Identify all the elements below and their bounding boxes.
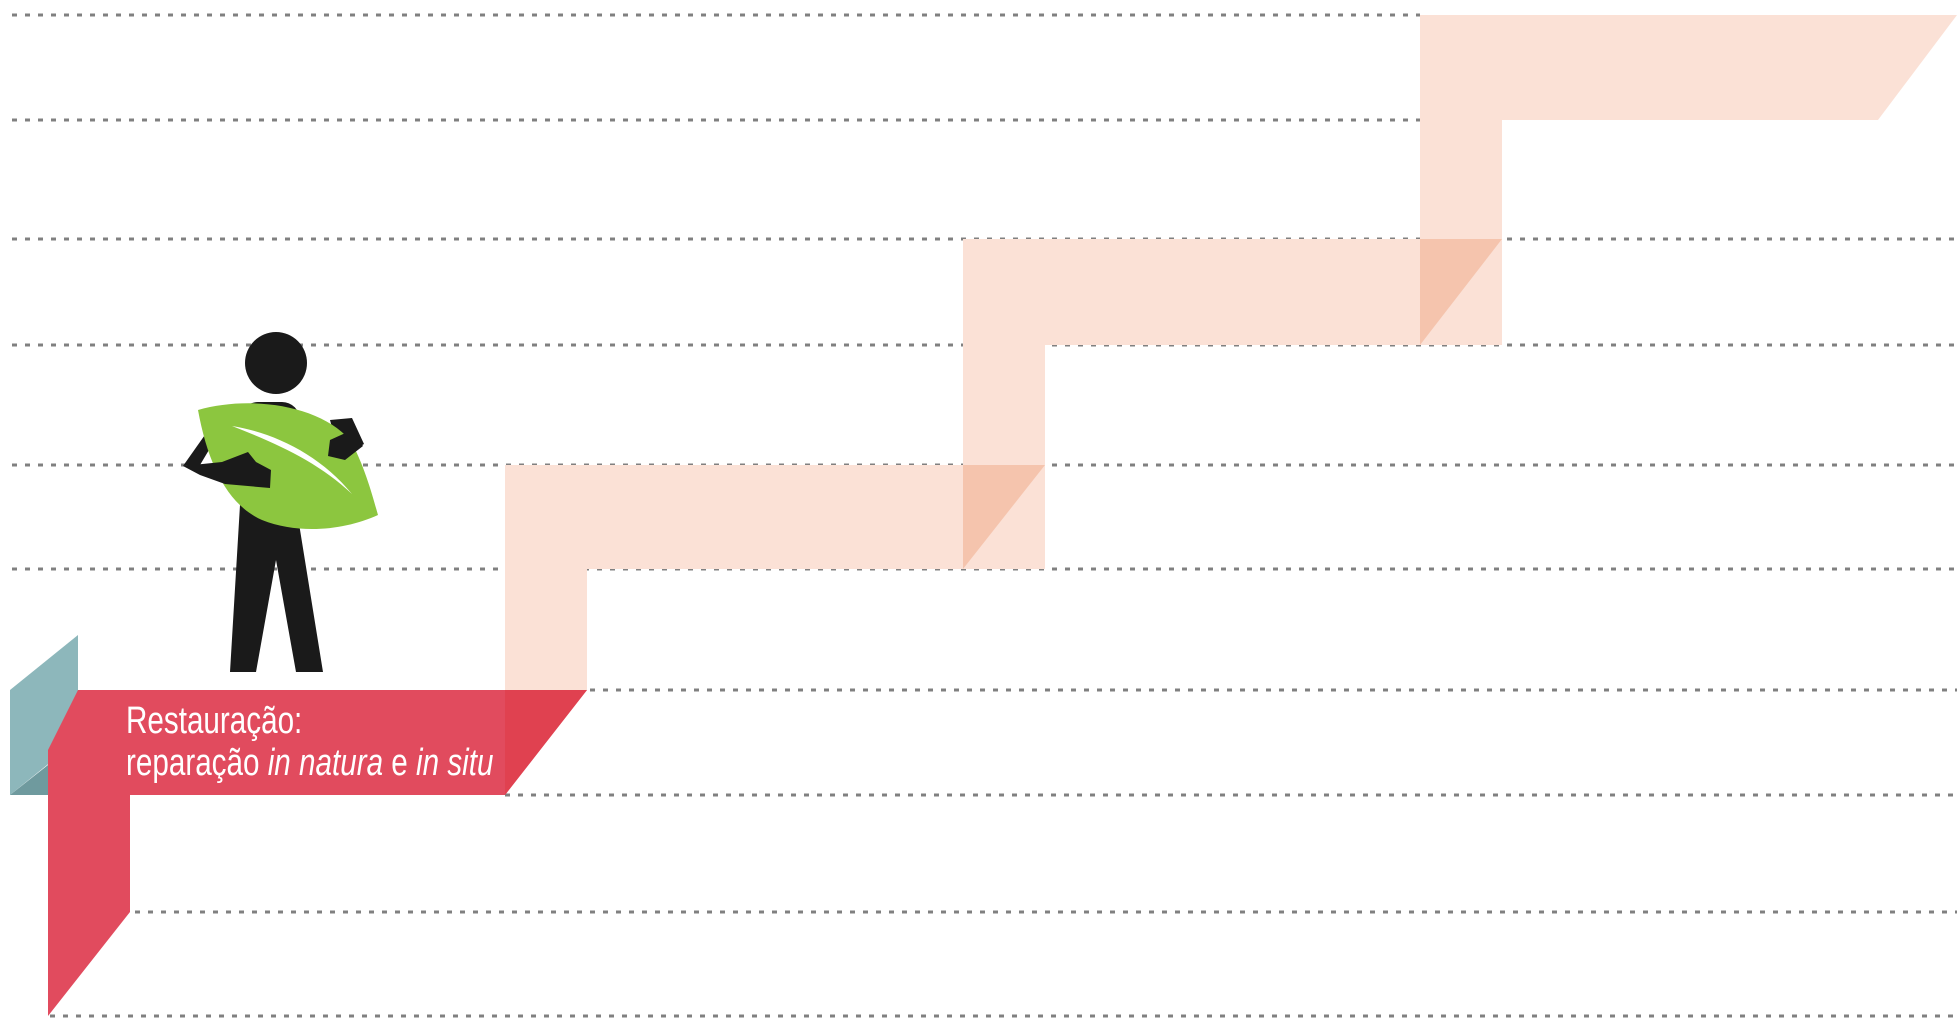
red-banner xyxy=(48,690,587,1016)
banner-body xyxy=(78,690,587,795)
caption-in-natura: in natura xyxy=(267,742,384,784)
stair-tread xyxy=(505,465,1045,569)
stair-tread xyxy=(963,239,1502,345)
banner-overlap xyxy=(505,690,587,795)
stair-fold xyxy=(963,465,1045,569)
person-figure-icon xyxy=(183,332,378,672)
stair-top-tread xyxy=(1420,15,1957,120)
person-right-hand xyxy=(328,430,363,460)
banner-tail xyxy=(48,760,130,1016)
teal-flap xyxy=(10,635,78,795)
caption-line-2: reparação in natura e in situ xyxy=(126,742,493,784)
banner-left-edge xyxy=(48,690,78,795)
banner-caption: Restauração: reparação in natura e in si… xyxy=(126,700,493,784)
person-head xyxy=(245,332,307,394)
person-legs xyxy=(230,505,323,672)
dotted-guide-lines xyxy=(12,13,1957,1018)
stair-fold xyxy=(1420,239,1502,345)
caption-prefix: reparação xyxy=(126,742,268,784)
person-left-hand xyxy=(183,452,271,488)
teal-flap-shadow xyxy=(10,765,48,795)
caption-line-1: Restauração: xyxy=(126,700,303,742)
leaf-icon xyxy=(198,403,378,530)
caption-in-situ: in situ xyxy=(416,742,494,784)
staircase-ribbon xyxy=(505,15,1957,690)
caption-connector: e xyxy=(383,742,417,784)
